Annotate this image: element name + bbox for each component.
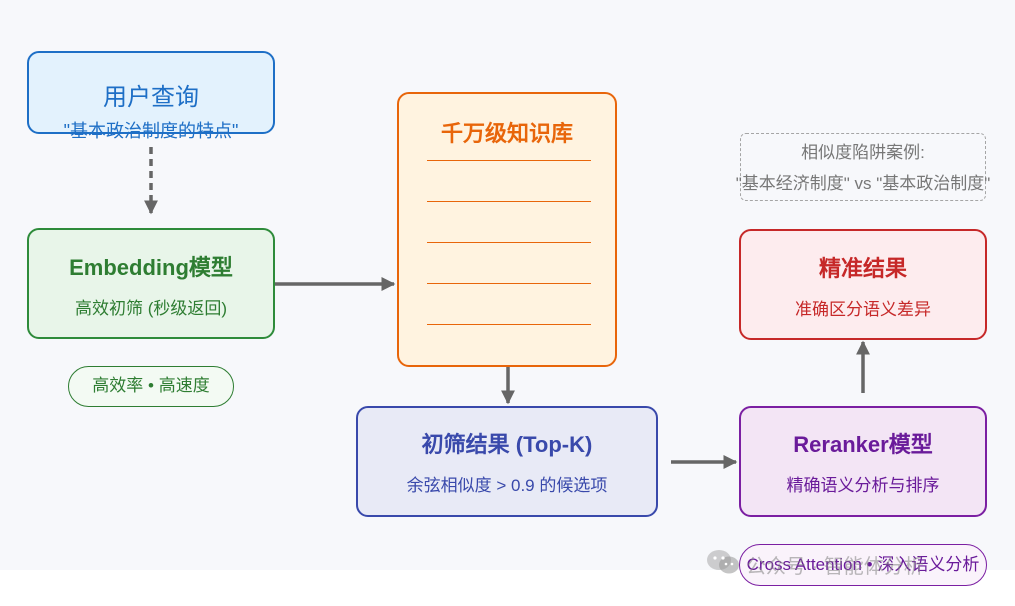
similarity-trap-heading: 相似度陷阱案例: [801,143,925,162]
wechat-icon [706,548,740,587]
topk-result-title: 初筛结果 (Top-K) [421,432,593,457]
cross-attention-badge: Cross Attention • 深入语义分析 [739,544,987,586]
knowledge-base-line [427,160,591,161]
user-query-box: 用户查询 "基本政治制度的特点" [27,51,275,141]
topk-result-subtitle: 余弦相似度 > 0.9 的候选项 [406,476,608,495]
knowledge-base-line [427,201,591,202]
knowledge-base-box: 千万级知识库 [397,92,617,367]
user-query-text: "基本政治制度的特点" [63,121,239,141]
knowledge-base-line [427,242,591,243]
embedding-model-subtitle: 高效初筛 (秒级返回) [74,299,228,318]
reranker-model-box: Reranker模型 精确语义分析与排序 [739,406,987,517]
knowledge-base-line [427,324,591,325]
efficiency-badge: 高效率 • 高速度 [68,366,234,407]
embedding-model-title: Embedding模型 [69,255,233,280]
watermark: 公众号 · 智能体分析 [706,548,1006,582]
topk-result-box: 初筛结果 (Top-K) 余弦相似度 > 0.9 的候选项 [356,406,658,517]
precise-result-title: 精准结果 [818,256,907,281]
reranker-model-subtitle: 精确语义分析与排序 [786,476,940,495]
similarity-trap-note: 相似度陷阱案例: "基本经济制度" vs "基本政治制度" [736,133,990,201]
similarity-trap-example: "基本经济制度" vs "基本政治制度" [735,174,991,193]
reranker-model-title: Reranker模型 [793,432,933,457]
watermark-text: 公众号 · 智能体分析 [746,555,924,578]
precise-result-box: 精准结果 准确区分语义差异 [739,229,987,340]
embedding-model-box: Embedding模型 高效初筛 (秒级返回) [27,228,275,339]
user-query-title: 用户查询 [103,84,199,111]
knowledge-base-title: 千万级知识库 [440,121,573,146]
precise-result-subtitle: 准确区分语义差异 [795,300,931,319]
knowledge-base-line [427,283,591,284]
